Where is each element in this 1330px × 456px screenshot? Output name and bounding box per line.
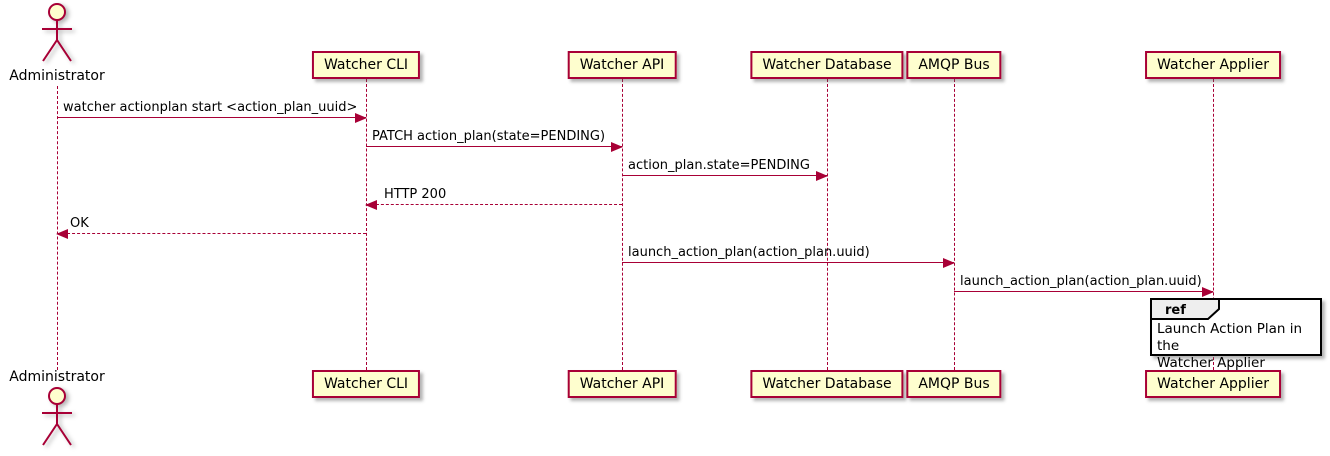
message-http-200: HTTP 200 xyxy=(365,187,622,210)
participant-top-amqp-bus: AMQP Bus xyxy=(906,51,1002,79)
participant-bottom-watcher-database: Watcher Database xyxy=(750,370,904,398)
arrowhead-icon xyxy=(611,142,623,152)
actor-icon xyxy=(42,387,72,446)
arrowhead-icon xyxy=(943,258,955,268)
participant-bottom-watcher-cli: Watcher CLI xyxy=(311,370,421,398)
ref-tab: ref xyxy=(1150,298,1220,320)
lifeline-watcher-api xyxy=(622,79,623,370)
actor-label-bottom: Administrator xyxy=(9,369,105,385)
participant-bottom-amqp-bus: AMQP Bus xyxy=(906,370,1002,398)
ref-text-line: Launch Action Plan in the xyxy=(1157,321,1303,354)
lifeline-administrator xyxy=(57,86,58,370)
arrowhead-icon xyxy=(816,171,828,181)
lifeline-amqp-bus xyxy=(954,79,955,370)
arrowhead-icon xyxy=(56,229,68,239)
participant-bottom-watcher-api: Watcher API xyxy=(567,370,677,398)
participant-bottom-watcher-applier: Watcher Applier xyxy=(1145,370,1281,398)
arrowhead-icon xyxy=(1202,287,1214,297)
participant-top-watcher-api: Watcher API xyxy=(567,51,677,79)
message-state-pending: action_plan.state=PENDING xyxy=(622,158,828,181)
message-ok: OK xyxy=(56,216,366,239)
participant-top-watcher-database: Watcher Database xyxy=(750,51,904,79)
message-launch-action-plan-applier: launch_action_plan(action_plan.uuid) xyxy=(954,274,1214,297)
arrowhead-icon xyxy=(355,113,367,123)
lifeline-watcher-database xyxy=(827,79,828,370)
ref-fragment: ref Launch Action Plan in the Watcher Ap… xyxy=(1150,298,1322,371)
actor-label-top: Administrator xyxy=(9,68,105,84)
participant-top-watcher-cli: Watcher CLI xyxy=(311,51,421,79)
message-patch-action-plan: PATCH action_plan(state=PENDING) xyxy=(366,129,623,152)
ref-body: Launch Action Plan in the Watcher Applie… xyxy=(1152,300,1320,372)
participant-top-watcher-applier: Watcher Applier xyxy=(1145,51,1281,79)
ref-keyword: ref xyxy=(1165,303,1186,318)
actor-icon xyxy=(42,3,72,62)
lifeline-watcher-applier xyxy=(1213,79,1214,370)
ref-text-line: Watcher Applier xyxy=(1157,355,1265,371)
message-launch-action-plan-bus: launch_action_plan(action_plan.uuid) xyxy=(622,245,955,268)
lifeline-watcher-cli xyxy=(366,79,367,370)
message-start-actionplan: watcher actionplan start <action_plan_uu… xyxy=(57,100,367,123)
arrowhead-icon xyxy=(365,200,377,210)
